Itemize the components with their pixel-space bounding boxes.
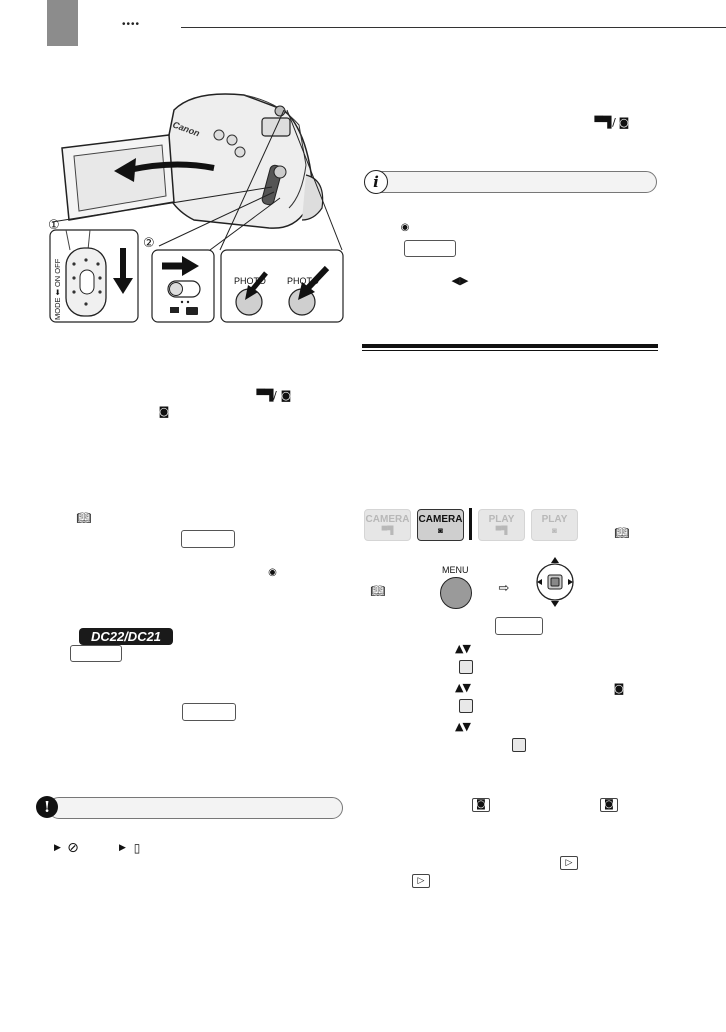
book-icon: 📖︎: [370, 583, 386, 598]
movie-icon: ▀▜: [256, 389, 274, 402]
separator-slash: /: [612, 116, 616, 129]
section-heading-rule: [362, 344, 658, 348]
set-button-icon: [512, 738, 526, 752]
photo-to-disc-icon: ◙: [472, 798, 490, 812]
mode-label: CAMERA: [418, 514, 463, 525]
up-down-arrows-icon: ▲▼: [455, 720, 471, 733]
set-button-icon: [459, 699, 473, 713]
photo-icon: ◙: [552, 526, 557, 535]
func-button-icon: [404, 240, 456, 257]
up-down-arrows-icon: ▲▼: [455, 642, 471, 655]
record-dot-icon: ◉: [400, 222, 410, 233]
mode-play-photo: PLAY ◙: [531, 509, 578, 541]
mode-label: PLAY: [541, 514, 568, 525]
photo-icon: ◙: [438, 526, 443, 535]
play-card-icon: ▷: [412, 874, 430, 888]
mode-switch-label: MODE ⬅ ON OFF: [53, 258, 62, 320]
photo-to-card-icon: ◙: [600, 798, 618, 812]
book-icon: 📖︎: [76, 510, 92, 525]
photo-label-4: PHOTO: [234, 276, 266, 286]
menu-button: [440, 577, 472, 609]
arrow-right-icon: ▶: [119, 842, 126, 853]
func-button-icon: [70, 645, 122, 662]
set-button-icon: [459, 660, 473, 674]
left-right-arrows-icon: ◀▶: [451, 273, 469, 287]
info-icon: i: [364, 170, 388, 194]
section-heading-rule-thin: [362, 350, 658, 351]
header-rule: [181, 27, 726, 28]
movie-icon: ▀▜: [495, 526, 508, 535]
step-2-marker: ②: [143, 236, 155, 251]
separator-slash: /: [273, 389, 277, 402]
func-button-icon: [182, 703, 236, 721]
up-down-arrows-icon: ▲▼: [455, 681, 471, 694]
chapter-tab: [47, 0, 78, 46]
movie-icon: ▀▜: [594, 116, 612, 129]
book-icon: 📖︎: [614, 525, 630, 540]
warning-icon: !: [36, 796, 58, 818]
mode-divider: [469, 508, 472, 540]
mode-label: PLAY: [488, 514, 515, 525]
func-button-icon: [495, 617, 543, 635]
cautions-box: [48, 797, 343, 819]
notes-box: [372, 171, 657, 193]
step-1-marker: ①: [48, 218, 60, 233]
section-dots: ••••: [122, 19, 141, 30]
func-button-icon: [181, 530, 235, 548]
menu-label: MENU: [442, 565, 469, 575]
joystick-icon: [536, 557, 574, 607]
mode-play-movie: PLAY ▀▜: [478, 509, 525, 541]
card-icon: ▯: [133, 841, 141, 855]
mode-camera-movie: CAMERA ▀▜: [364, 509, 411, 541]
disc-icon: ⊘: [67, 840, 79, 856]
movie-icon: ▀▜: [381, 526, 394, 535]
mode-camera-photo: CAMERA ◙: [417, 509, 464, 541]
model-badge: DC22/DC21: [79, 628, 173, 645]
photo-icon: ◙: [613, 682, 625, 695]
mode-label: CAMERA: [365, 514, 410, 525]
arrow-right-icon: ▶: [54, 842, 61, 853]
photo-icon: ◙: [618, 116, 630, 129]
then-arrow-icon: ⇨: [498, 580, 510, 596]
camcorder-illustration: Canon ① ② ④ ⑤ MODE ⬅ ON OFF PHOTO PHOTO: [48, 93, 344, 323]
record-dot-icon: ◉: [268, 566, 277, 578]
photo-icon: ◙: [158, 405, 170, 418]
photo-label-5: PHOTO: [287, 276, 319, 286]
play-disc-icon: ▷: [560, 856, 578, 870]
photo-icon: ◙: [280, 389, 292, 402]
